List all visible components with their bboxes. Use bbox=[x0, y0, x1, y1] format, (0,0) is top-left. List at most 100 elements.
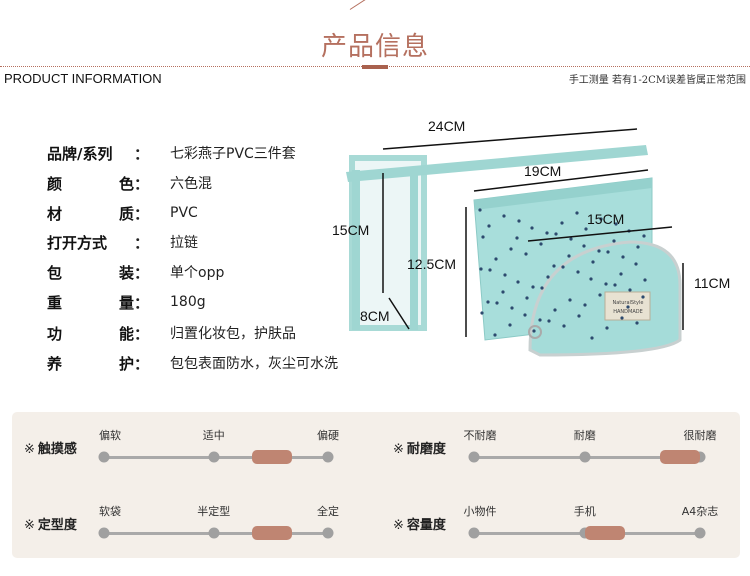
spec-colon: ： bbox=[134, 204, 150, 223]
rating-level-marker bbox=[585, 526, 626, 540]
divider-mark bbox=[362, 65, 388, 69]
pattern-dot bbox=[582, 244, 586, 248]
spec-value: PVC bbox=[170, 205, 198, 221]
rating-tick-dot bbox=[694, 527, 706, 539]
pattern-dot bbox=[495, 301, 499, 305]
spec-colon: ： bbox=[134, 324, 150, 343]
pattern-dot bbox=[619, 272, 623, 276]
rating-tick-label: 不耐磨 bbox=[463, 429, 497, 442]
rating-label: ※触摸感 bbox=[24, 438, 77, 457]
product-image: NaturalStyle HANDMADE bbox=[346, 128, 684, 357]
pattern-dot bbox=[605, 326, 609, 330]
measure-note: 手工测量 若有1-2CM误差皆属正常范围 bbox=[568, 75, 746, 86]
pattern-dot bbox=[641, 295, 645, 299]
pattern-dot bbox=[478, 208, 482, 212]
rating-tick-dot bbox=[322, 527, 334, 539]
dim-depth: 8CM bbox=[360, 308, 390, 324]
spec-label: 功能 bbox=[47, 324, 134, 343]
rating-symbol: ※ bbox=[24, 518, 35, 533]
pattern-dot bbox=[560, 221, 564, 225]
pattern-dot bbox=[510, 306, 514, 310]
dim-width-small: 15CM bbox=[587, 211, 625, 227]
rating-label: ※定型度 bbox=[24, 514, 77, 533]
label-line1: NaturalStyle bbox=[612, 300, 643, 306]
spec-label: 包装 bbox=[47, 263, 134, 282]
spec-row: 功能：归置化妆包，护肤品 bbox=[47, 322, 296, 344]
pattern-dot bbox=[554, 232, 558, 236]
pattern-dot bbox=[502, 214, 506, 218]
spec-row: 养护：包包表面防水，灰尘可水洗 bbox=[47, 352, 338, 374]
pattern-dot bbox=[604, 282, 608, 286]
pattern-dot bbox=[552, 264, 556, 268]
spec-colon: ： bbox=[134, 263, 150, 282]
pattern-dot bbox=[643, 278, 647, 282]
pattern-dot bbox=[481, 235, 485, 239]
rating-symbol: ※ bbox=[393, 442, 404, 457]
subtitle: PRODUCT INFORMATION bbox=[4, 71, 162, 86]
spec-row: 品牌/系列：七彩燕子PVC三件套 bbox=[47, 142, 296, 164]
pattern-dot bbox=[591, 260, 595, 264]
spec-label: 材质 bbox=[47, 204, 134, 223]
pattern-dot bbox=[576, 270, 580, 274]
rating-tick-label: 软袋 bbox=[99, 505, 121, 518]
pattern-dot bbox=[515, 236, 519, 240]
rating-tick-dot bbox=[468, 527, 480, 539]
spec-row: 重量：180g bbox=[47, 291, 206, 313]
pattern-dot bbox=[523, 313, 527, 317]
rating-title: 定型度 bbox=[37, 518, 77, 533]
rating-tick-dot bbox=[579, 451, 591, 463]
pattern-dot bbox=[598, 293, 602, 297]
rating-tick-label: 小物件 bbox=[463, 505, 497, 518]
rating-tick-label: 全定 bbox=[317, 505, 339, 518]
rating-tick-dot bbox=[208, 451, 220, 463]
pattern-dot bbox=[517, 219, 521, 223]
rating-tick-label: 偏硬 bbox=[317, 429, 339, 442]
rating-tick-label: 半定型 bbox=[197, 505, 231, 518]
decor-line bbox=[349, 0, 376, 10]
rating-tick-label: 耐磨 bbox=[573, 429, 596, 442]
pattern-dot bbox=[614, 222, 618, 226]
pattern-dot bbox=[613, 283, 617, 287]
spec-label: 重量 bbox=[47, 293, 134, 312]
pattern-dot bbox=[525, 296, 529, 300]
pattern-dot bbox=[501, 290, 505, 294]
spec-label: 品牌/系列 bbox=[47, 144, 113, 163]
rating-tick-label: 偏软 bbox=[99, 429, 121, 442]
pattern-dot bbox=[539, 242, 543, 246]
pattern-dot bbox=[575, 211, 579, 215]
rating-tick-dot bbox=[322, 451, 334, 463]
spec-label: 养护 bbox=[47, 354, 134, 373]
rating-tick-label: A4杂志 bbox=[681, 505, 719, 518]
pattern-dot bbox=[597, 249, 601, 253]
pattern-dot bbox=[636, 245, 640, 249]
pattern-dot bbox=[599, 217, 603, 221]
pattern-dot bbox=[583, 303, 587, 307]
pattern-dot bbox=[620, 316, 624, 320]
spec-row: 打开方式：拉链 bbox=[47, 231, 198, 253]
spec-value: 七彩燕子PVC三件套 bbox=[170, 146, 296, 162]
rating-title: 耐磨度 bbox=[406, 442, 446, 457]
pattern-dot bbox=[553, 308, 557, 312]
pattern-dot bbox=[634, 262, 638, 266]
dim-width-mid: 19CM bbox=[524, 163, 562, 179]
pattern-dot bbox=[538, 318, 542, 322]
rating-title: 触摸感 bbox=[37, 442, 77, 457]
dim-height-large: 15CM bbox=[332, 222, 370, 238]
spec-row: 颜色：六色混 bbox=[47, 172, 212, 194]
pattern-dot bbox=[530, 226, 534, 230]
rating-tick-dot bbox=[694, 451, 706, 463]
rating-tick-dot bbox=[208, 527, 220, 539]
spec-value: 拉链 bbox=[170, 235, 198, 251]
rating-level-marker bbox=[252, 450, 292, 464]
spec-value: 包包表面防水，灰尘可水洗 bbox=[170, 356, 338, 372]
rating-tick-dot bbox=[579, 527, 591, 539]
rating-title: 容量度 bbox=[406, 518, 446, 533]
page-title: 产品信息 bbox=[320, 32, 429, 62]
pattern-dot bbox=[516, 280, 520, 284]
rating-level-marker bbox=[659, 450, 700, 464]
pattern-dot bbox=[606, 250, 610, 254]
label-line2: HANDMADE bbox=[613, 309, 643, 315]
pattern-dot bbox=[509, 247, 513, 251]
pattern-dot bbox=[545, 231, 549, 235]
zipper-pull bbox=[528, 325, 542, 339]
